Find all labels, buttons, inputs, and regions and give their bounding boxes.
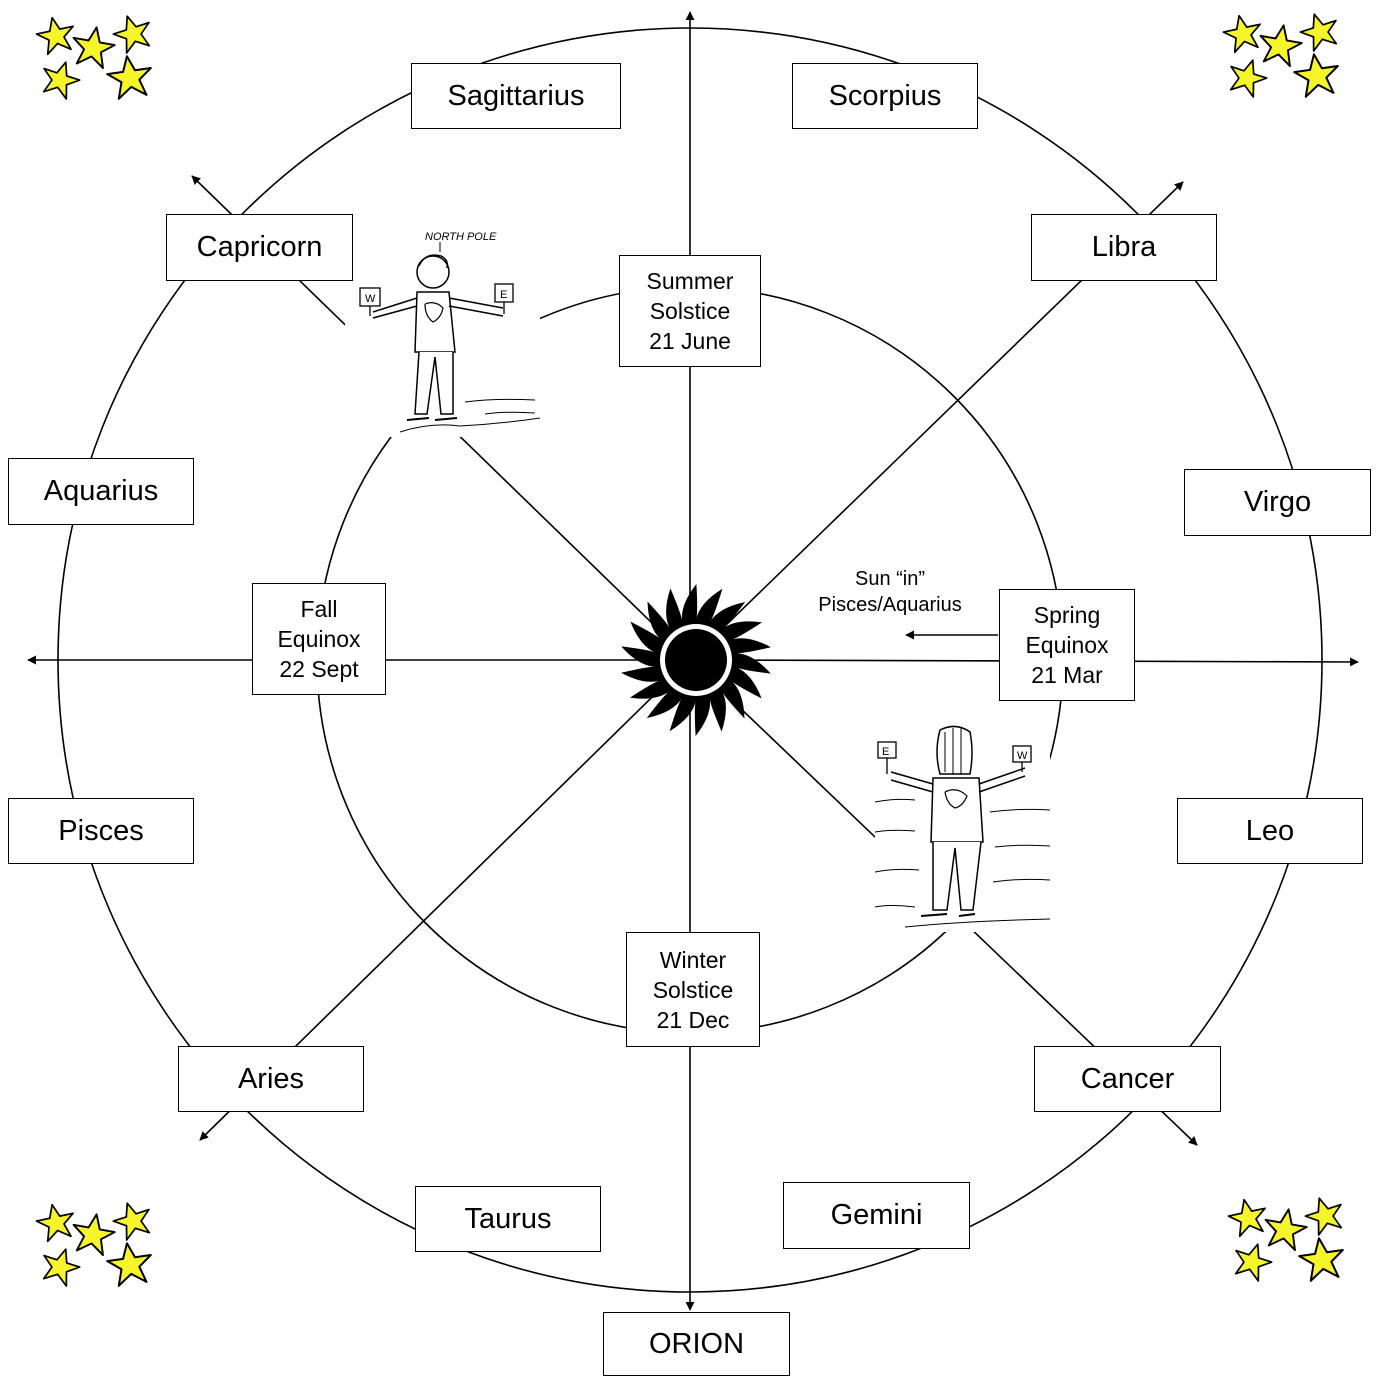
season-winter-line-3: 21 Dec	[656, 1006, 730, 1033]
zodiac-box-taurus: Taurus	[415, 1186, 601, 1252]
season-spring-line-1: Spring	[1033, 602, 1101, 628]
person-drawing-back: E W	[875, 722, 1050, 932]
sun-disk	[665, 629, 727, 691]
zodiac-box-cancer: Cancer	[1034, 1046, 1221, 1112]
zodiac-box-gemini: Gemini	[783, 1182, 970, 1249]
sun-position-note-line-1: Sun “in”	[854, 568, 926, 590]
season-fall-line-1: Fall	[300, 596, 338, 622]
sun-position-note-line-2: Pisces/Aquarius	[818, 594, 962, 616]
season-winter-line-2: Solstice	[652, 976, 734, 1003]
person-drawing-north-pole: NORTH POLE W E	[345, 222, 540, 437]
east-sign-back: E	[882, 746, 889, 758]
season-box-summer: Summer Solstice 21 June	[619, 255, 761, 367]
north-pole-label: NORTH POLE	[425, 231, 497, 243]
season-spring-line-2: Equinox	[1025, 632, 1109, 658]
star-cluster-icon	[34, 10, 156, 101]
star-cluster-icon	[34, 1197, 156, 1288]
west-sign: W	[365, 293, 376, 305]
season-box-winter: Winter Solstice 21 Dec	[626, 932, 760, 1047]
season-spring-line-3: 21 Mar	[1031, 662, 1103, 688]
zodiac-box-capricorn: Capricorn	[166, 214, 353, 281]
season-winter-line-1: Winter	[659, 946, 727, 973]
sun-icon	[621, 584, 771, 736]
zodiac-box-pisces: Pisces	[8, 798, 194, 864]
zodiac-box-scorpius: Scorpius	[792, 63, 978, 129]
season-fall-line-2: Equinox	[277, 626, 361, 652]
sun-position-note: Sun “in” Pisces/Aquarius	[795, 566, 985, 618]
season-summer-line-1: Summer	[646, 268, 734, 294]
zodiac-box-aquarius: Aquarius	[8, 458, 194, 525]
west-sign-back: W	[1017, 750, 1028, 762]
zodiac-box-leo: Leo	[1177, 798, 1363, 864]
zodiac-box-aries: Aries	[178, 1046, 364, 1112]
season-summer-line-2: Solstice	[649, 298, 731, 324]
season-box-spring: Spring Equinox 21 Mar	[999, 589, 1135, 701]
zodiac-box-virgo: Virgo	[1184, 469, 1371, 536]
season-box-fall: Fall Equinox 22 Sept	[252, 583, 386, 695]
season-summer-line-3: 21 June	[649, 328, 731, 354]
star-cluster-icon	[1226, 1192, 1348, 1283]
season-fall-line-3: 22 Sept	[279, 656, 359, 682]
orion-box: ORION	[603, 1312, 790, 1376]
zodiac-box-sagittarius: Sagittarius	[411, 63, 621, 129]
east-sign: E	[500, 289, 507, 301]
zodiac-box-libra: Libra	[1031, 214, 1217, 281]
star-cluster-icon	[1221, 8, 1343, 99]
